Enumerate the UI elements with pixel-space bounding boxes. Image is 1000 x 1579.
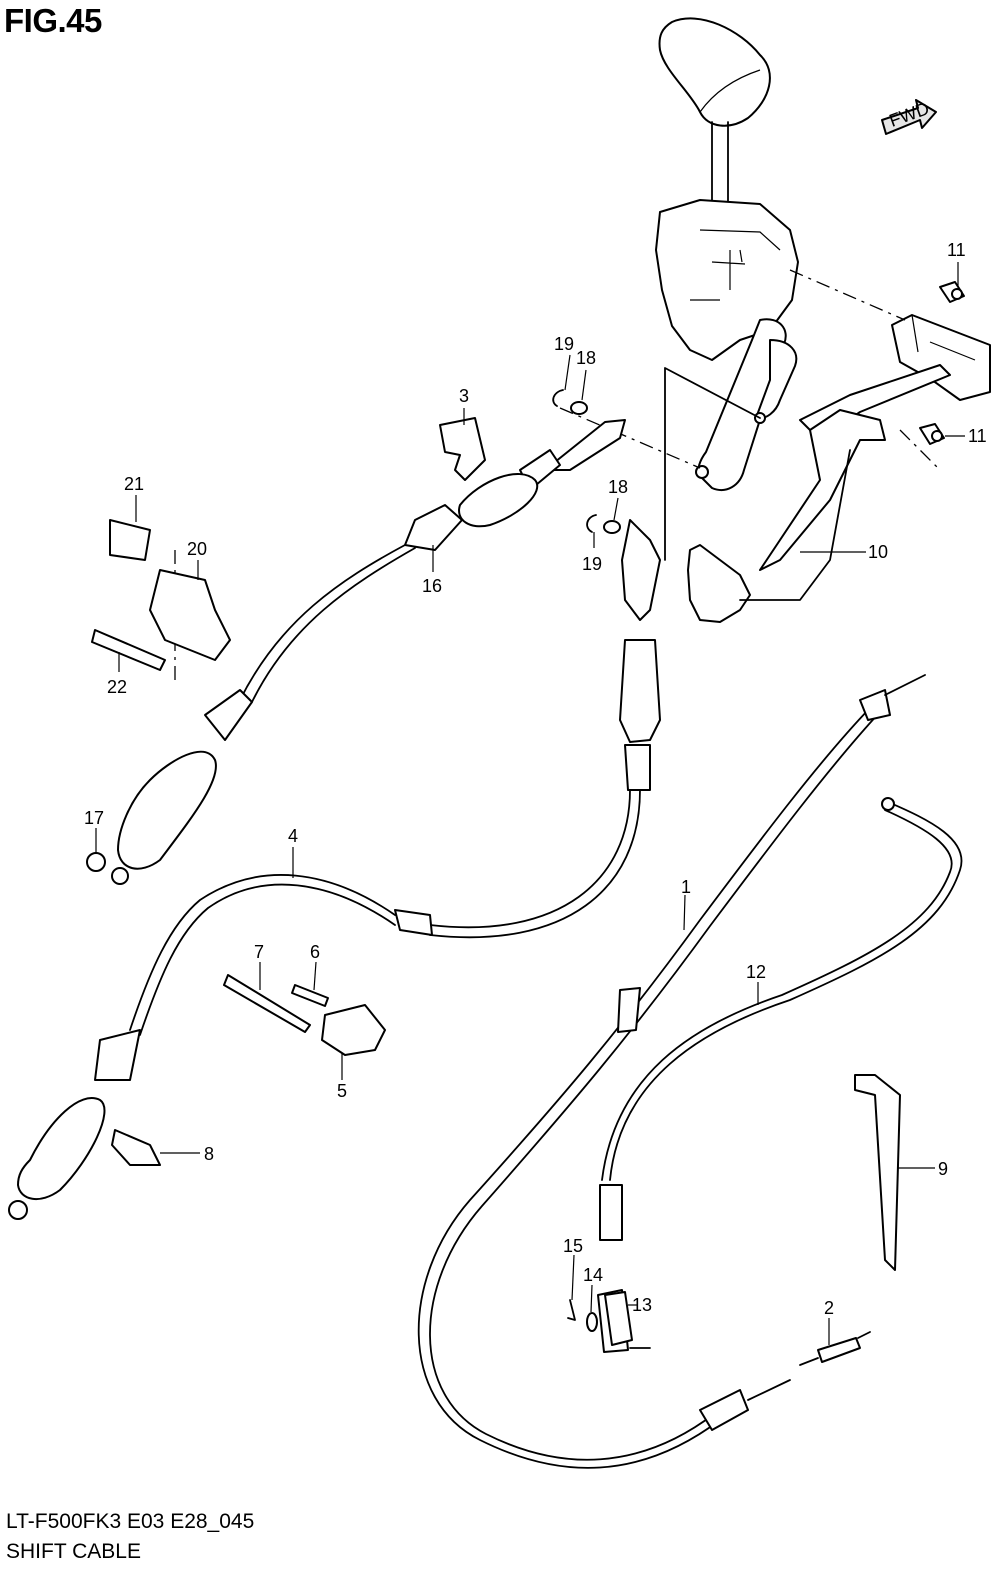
callout-2: 2 (824, 1298, 834, 1318)
callout-12: 12 (746, 962, 766, 982)
callout-17: 17 (84, 808, 104, 828)
clip-3 (439, 417, 486, 481)
pin-15 (567, 1299, 576, 1321)
callout-10: 10 (868, 542, 888, 562)
callout-11a: 11 (947, 240, 966, 260)
holder-20 (149, 569, 231, 661)
callout-14: 14 (583, 1265, 603, 1285)
callout-4: 4 (288, 826, 298, 846)
callout-18a: 18 (576, 348, 596, 368)
clip-21 (109, 519, 151, 561)
callout-20: 20 (187, 539, 207, 559)
callout-8: 8 (204, 1144, 214, 1164)
washer-14 (586, 1312, 598, 1332)
bolt-6 (291, 984, 329, 1007)
washer-18b (603, 520, 621, 534)
footer-code: LT-F500FK3 E03 E28_045 (6, 1510, 255, 1533)
fwd-arrow-icon: FWD (881, 98, 937, 135)
spring-2 (799, 1331, 871, 1366)
callout-13: 13 (632, 1295, 652, 1315)
callout-18b: 18 (608, 477, 628, 497)
bolt-11-upper (939, 281, 965, 303)
callout-15: 15 (563, 1236, 583, 1256)
bolt-22 (91, 629, 166, 671)
clip-19b (586, 514, 597, 533)
bolt-7 (223, 974, 311, 1033)
shift-bracket (687, 314, 991, 623)
shift-cable-16 (111, 419, 626, 885)
clip-19a (552, 389, 564, 407)
shift-lever-assembly (655, 17, 799, 491)
callout-3: 3 (459, 386, 469, 406)
washer-18a (570, 401, 588, 415)
tie-9 (854, 1074, 901, 1271)
footer-name: SHIFT CABLE (6, 1540, 141, 1563)
callout-7: 7 (254, 942, 264, 962)
callout-22: 22 (107, 677, 127, 697)
callout-5: 5 (337, 1081, 347, 1101)
cable-4 (8, 519, 661, 1220)
callout-11b: 11 (968, 426, 987, 446)
callout-6: 6 (310, 942, 320, 962)
bracket-13 (604, 1291, 651, 1349)
callout-1: 1 (681, 877, 691, 897)
callout-21: 21 (124, 474, 144, 494)
cable-12 (597, 797, 963, 1353)
clip-8 (111, 1129, 161, 1166)
callout-19a: 19 (554, 334, 574, 354)
callout-19b: 19 (582, 554, 602, 574)
holder-5 (321, 1004, 386, 1056)
callout-16: 16 (422, 576, 442, 596)
cable-1 (417, 674, 926, 1469)
bolt-11-lower (919, 423, 945, 445)
callout-9: 9 (938, 1159, 948, 1179)
leader-lines (95, 262, 965, 1345)
figure-title: FIG.45 (4, 2, 102, 39)
nut-17 (86, 852, 106, 872)
